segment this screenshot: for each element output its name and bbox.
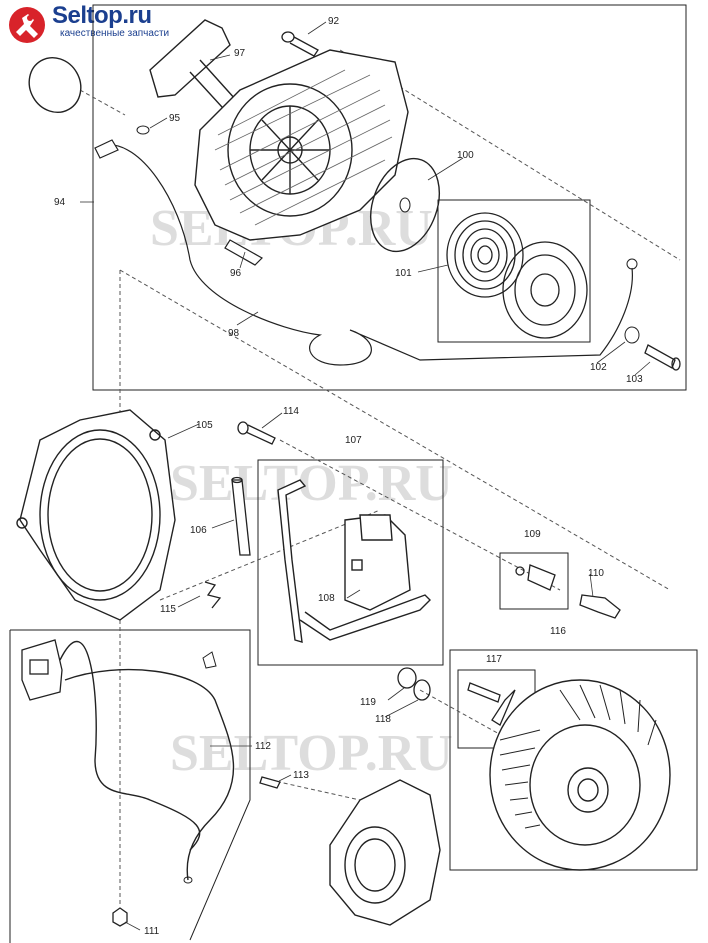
- label-107: 107: [345, 435, 362, 446]
- shroud-105-part: [16, 409, 176, 621]
- label-116: 116: [550, 626, 566, 637]
- label-119: 119: [360, 697, 376, 708]
- flywheel-116-part: [489, 679, 671, 871]
- pawl-117-part: [467, 682, 528, 726]
- cover-part: [329, 779, 441, 926]
- label-109: 109: [524, 529, 541, 540]
- screw-114-part: [237, 421, 276, 445]
- wire-112-part: [59, 641, 201, 851]
- label-117: 117: [486, 654, 502, 665]
- cap-109-part: [515, 564, 556, 591]
- group-frame-109: [499, 552, 569, 610]
- clip-115-part: [204, 581, 222, 609]
- label-101: 101: [395, 268, 412, 279]
- logo-name: Seltop.ru: [52, 2, 152, 29]
- label-102: 102: [590, 362, 607, 373]
- cable-98-part: [104, 144, 633, 366]
- label-100: 100: [457, 150, 474, 161]
- label-92: 92: [328, 16, 340, 27]
- label-94: 94: [54, 197, 66, 208]
- group-frame-107: [257, 459, 444, 666]
- o-ring-part: [28, 57, 82, 113]
- label-103: 103: [626, 374, 643, 385]
- spring-101-part: [446, 212, 524, 298]
- label-114: 114: [283, 406, 299, 417]
- screw-103-part: [644, 344, 681, 371]
- label-115: 115: [160, 604, 176, 615]
- disc-100-part: [370, 157, 440, 253]
- nut-111-part: [112, 907, 128, 927]
- label-106: 106: [190, 525, 207, 536]
- washer-118-part: [413, 679, 431, 701]
- screw-92-part: [281, 31, 319, 57]
- tube-106-part: [231, 476, 251, 556]
- label-95: 95: [169, 113, 181, 124]
- nut-119-part: [397, 667, 417, 689]
- fan-housing-part: [194, 49, 409, 241]
- group-frame-112: [10, 629, 251, 941]
- label-96: 96: [230, 268, 242, 279]
- screw-113-part: [259, 776, 281, 789]
- label-98: 98: [228, 328, 240, 339]
- washer-102-part: [624, 326, 640, 344]
- label-105: 105: [196, 420, 213, 431]
- label-118: 118: [375, 714, 391, 725]
- watermark-middle: SELTOP.RU: [170, 455, 453, 512]
- switch-112-part: [21, 639, 63, 701]
- label-110: 110: [588, 568, 604, 579]
- pulley-part: [502, 241, 588, 339]
- label-113: 113: [293, 770, 309, 781]
- group-frame-94: [92, 4, 687, 391]
- group-frame-101: [437, 199, 591, 343]
- spark-plug-110-part: [579, 594, 621, 619]
- watermark-bottom: SELTOP.RU: [170, 725, 453, 782]
- bracket-96-part: [224, 239, 263, 266]
- logo-tagline: качественные запчасти: [60, 28, 170, 39]
- rod-107-part: [277, 479, 431, 643]
- washer-95-part: [136, 125, 150, 135]
- logo-badge-icon: [9, 7, 45, 43]
- label-112: 112: [255, 741, 271, 752]
- label-97: 97: [234, 48, 246, 59]
- label-111: 111: [144, 926, 160, 937]
- label-108: 108: [318, 593, 335, 604]
